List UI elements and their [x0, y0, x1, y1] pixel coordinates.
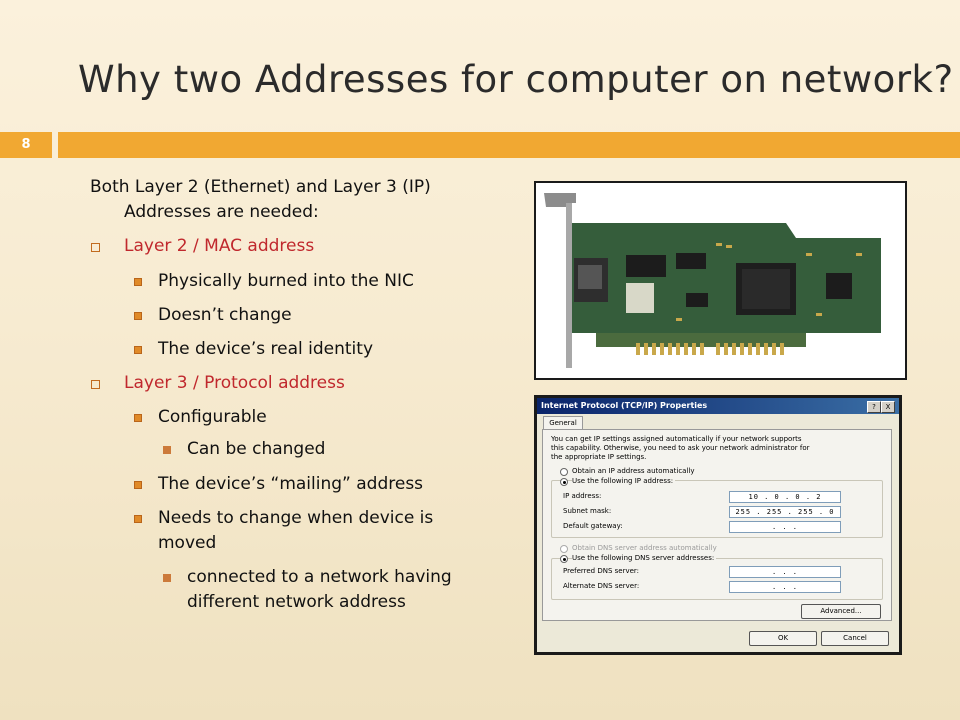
accent-bar	[58, 132, 960, 158]
layer3-subitem-line2: different network address	[187, 592, 406, 612]
radio-use-ip-label: Use the following IP address:	[572, 477, 676, 485]
help-button[interactable]: ?	[867, 401, 881, 413]
cancel-button[interactable]: Cancel	[821, 631, 889, 646]
layer2-item: Doesn’t change	[158, 305, 292, 325]
description-line-3: the appropriate IP settings.	[551, 453, 647, 461]
radio-obtain-ip-label: Obtain an IP address automatically	[572, 467, 695, 475]
preferred-dns-label: Preferred DNS server:	[563, 567, 640, 575]
radio-use-following-dns[interactable]	[560, 555, 568, 563]
radio-obtain-dns-auto[interactable]	[560, 545, 568, 553]
hollow-square-bullet-icon	[91, 380, 100, 389]
filled-square-bullet-icon	[163, 446, 171, 454]
slide-number: 8	[21, 137, 31, 152]
intro-line-1: Both Layer 2 (Ethernet) and Layer 3 (IP)	[90, 177, 431, 197]
default-gateway-label: Default gateway:	[563, 522, 623, 530]
radio-obtain-ip-auto[interactable]	[560, 468, 568, 476]
subnet-mask-field[interactable]: 255 . 255 . 255 . 0	[729, 506, 841, 518]
subnet-mask-label: Subnet mask:	[563, 507, 612, 515]
filled-square-bullet-icon	[163, 574, 171, 582]
tcpip-properties-dialog: Internet Protocol (TCP/IP) Properties ? …	[534, 395, 902, 655]
layer2-heading: Layer 2 / MAC address	[124, 236, 315, 256]
ok-button[interactable]: OK	[749, 631, 817, 646]
general-panel: You can get IP settings assigned automat…	[542, 429, 892, 621]
dns-group	[551, 558, 883, 600]
network-card-photo	[534, 181, 907, 380]
square-bullet-icon	[134, 278, 142, 286]
radio-obtain-dns-label: Obtain DNS server address automatically	[572, 544, 717, 552]
description-line-1: You can get IP settings assigned automat…	[551, 435, 802, 443]
layer2-item: Physically burned into the NIC	[158, 271, 414, 291]
layer2-item: The device’s real identity	[158, 339, 374, 359]
layer3-item-mailing: The device’s “mailing” address	[158, 474, 424, 494]
layer3-item-needs-line1: Needs to change when device is	[158, 508, 434, 528]
intro-line-2: Addresses are needed:	[124, 202, 319, 222]
square-bullet-icon	[134, 414, 142, 422]
square-bullet-icon	[134, 312, 142, 320]
layer3-item-needs-line2: moved	[158, 533, 217, 553]
layer3-item-configurable: Configurable	[158, 407, 267, 427]
square-bullet-icon	[134, 346, 142, 354]
description-line-2: this capability. Otherwise, you need to …	[551, 444, 810, 452]
preferred-dns-field[interactable]: . . .	[729, 566, 841, 578]
hollow-square-bullet-icon	[91, 243, 100, 252]
layer3-heading: Layer 3 / Protocol address	[124, 373, 345, 393]
default-gateway-field[interactable]: . . .	[729, 521, 841, 533]
alternate-dns-label: Alternate DNS server:	[563, 582, 640, 590]
alternate-dns-field[interactable]: . . .	[729, 581, 841, 593]
slide-number-box	[0, 132, 52, 158]
square-bullet-icon	[134, 481, 142, 489]
tab-general[interactable]: General	[543, 416, 583, 430]
close-button[interactable]: X	[881, 401, 895, 413]
ip-address-label: IP address:	[563, 492, 602, 500]
square-bullet-icon	[134, 515, 142, 523]
radio-use-following-ip[interactable]	[560, 478, 568, 486]
advanced-button[interactable]: Advanced...	[801, 604, 881, 619]
dialog-title: Internet Protocol (TCP/IP) Properties	[537, 398, 899, 414]
ip-address-field[interactable]: 10 . 0 . 0 . 2	[729, 491, 841, 503]
ip-address-group	[551, 480, 883, 538]
slide-title: Why two Addresses for computer on networ…	[78, 58, 954, 101]
radio-use-dns-label: Use the following DNS server addresses:	[572, 554, 717, 562]
layer3-subitem-changed: Can be changed	[187, 439, 326, 459]
layer3-subitem-line1: connected to a network having	[187, 567, 452, 587]
network-card-image	[536, 183, 905, 378]
